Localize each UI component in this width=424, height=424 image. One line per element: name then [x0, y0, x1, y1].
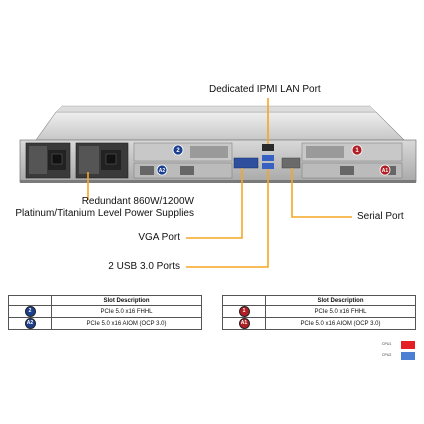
usb-connector-1 — [262, 155, 274, 161]
svg-text:2: 2 — [176, 148, 180, 154]
table-header: Slot Description — [265, 295, 416, 306]
psu-callout-label: Redundant 860W/1200W Platinum/Titanium L… — [8, 196, 194, 220]
serial-connector — [281, 157, 301, 169]
serial-callout-line — [291, 168, 352, 218]
badge-cpu1-aiom: A1 — [379, 164, 391, 176]
vga-connector — [233, 157, 259, 169]
slot-description: PCIe 5.0 x16 AIOM (OCP 3.0) — [51, 317, 202, 330]
table-row: 2 PCIe 5.0 x16 FHHL — [8, 305, 202, 318]
slot-description: PCIe 5.0 x16 FHHL — [51, 305, 202, 318]
table-row: 1 PCIe 5.0 x16 FHHL — [222, 305, 416, 318]
table-header-empty — [8, 295, 52, 306]
vga-callout-label: VGA Port — [138, 232, 180, 243]
legend-label-cpu2: CPU2 — [382, 353, 392, 357]
badge-cpu2-slot: 2 — [172, 144, 184, 156]
slot-table-right: Slot Description 1 PCIe 5.0 x16 FHHL A1 … — [222, 295, 416, 330]
psu-callout-line1: Redundant 860W/1200W — [81, 196, 194, 207]
svg-text:A1: A1 — [382, 168, 389, 174]
legend-label-cpu1: CPU1 — [382, 342, 392, 346]
usb-connector-2 — [262, 163, 274, 169]
power-supply-1 — [25, 142, 71, 179]
legend-swatch-cpu2 — [401, 352, 415, 360]
usb-callout-label: 2 USB 3.0 Ports — [108, 261, 180, 272]
svg-text:1: 1 — [355, 148, 359, 154]
ipmi-callout-label: Dedicated IPMI LAN Port — [209, 84, 321, 95]
table-header-empty — [222, 295, 266, 306]
badge-cpu2-aiom: A2 — [156, 164, 168, 176]
slot-badge: 2 — [24, 306, 36, 317]
slot-table-left: Slot Description 2 PCIe 5.0 x16 FHHL A2 … — [8, 295, 202, 330]
psu-callout-line2: Platinum/Titanium Level Power Supplies — [15, 208, 194, 219]
slot-badge: A2 — [24, 318, 36, 329]
ipmi-lan-connector — [262, 144, 274, 151]
legend-swatch-cpu1 — [401, 341, 415, 349]
table-row: A2 PCIe 5.0 x16 AIOM (OCP 3.0) — [8, 317, 202, 330]
badge-cpu1-slot: 1 — [351, 144, 363, 156]
slot-description: PCIe 5.0 x16 FHHL — [265, 305, 416, 318]
slot-badge: A1 — [238, 318, 250, 329]
svg-text:A2: A2 — [159, 168, 166, 174]
usb-callout-line — [186, 169, 269, 268]
center-io-area — [233, 144, 301, 169]
vga-callout-line — [186, 168, 243, 239]
table-header: Slot Description — [51, 295, 202, 306]
slot-badge: 1 — [238, 306, 250, 317]
serial-callout-label: Serial Port — [357, 211, 404, 222]
slot-description: PCIe 5.0 x16 AIOM (OCP 3.0) — [265, 317, 416, 330]
power-supply-2 — [75, 142, 129, 179]
table-row: A1 PCIe 5.0 x16 AIOM (OCP 3.0) — [222, 317, 416, 330]
chassis-top-cover — [35, 111, 405, 141]
callout-lines — [87, 98, 352, 268]
